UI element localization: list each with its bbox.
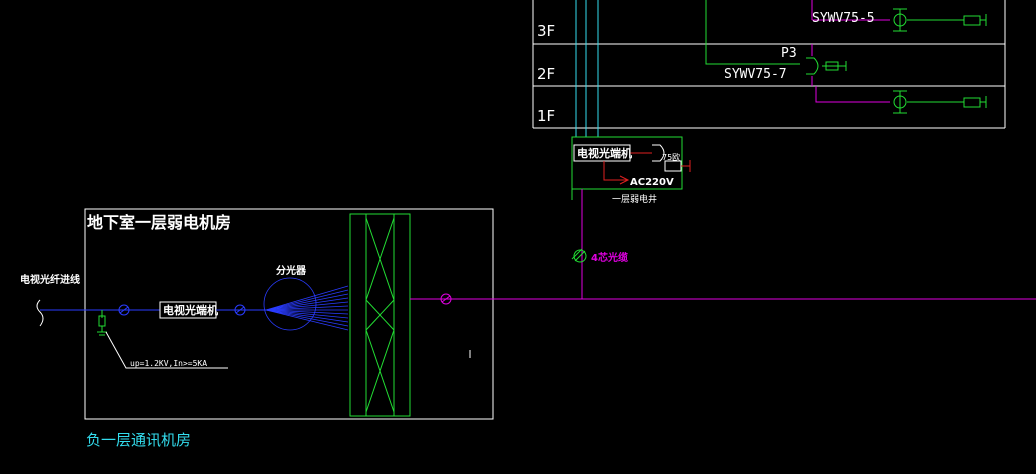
incoming-label: 电视光纤进线 xyxy=(20,273,80,286)
surge-arrester xyxy=(97,310,107,336)
shaft-box xyxy=(571,136,691,190)
floor-label-3f: 3F xyxy=(537,22,555,40)
room-title: 地下室一层弱电机房 xyxy=(87,213,231,232)
connector-3 xyxy=(440,293,452,305)
branch-3f xyxy=(705,0,987,65)
splitter-label-p3: P3 xyxy=(781,46,797,61)
arrester-spec: up=1.2KV,In>=5KA xyxy=(130,359,207,368)
incoming-fiber-wave xyxy=(36,299,44,327)
shaft-ohm-label: 75欧 xyxy=(662,152,680,162)
shaft-caption: 一层弱电井 xyxy=(612,193,657,205)
room-frame xyxy=(84,208,494,420)
branch-2f xyxy=(806,44,847,86)
arrester-leader xyxy=(105,331,228,369)
shaft-power-label: AC220V xyxy=(630,177,674,188)
cable-label-sywv75-5: SYWV75-5 xyxy=(812,11,875,26)
splitter-fan xyxy=(263,277,349,331)
connector-1 xyxy=(118,304,130,316)
patch-frame xyxy=(349,213,411,417)
floor-label-2f: 2F xyxy=(537,65,555,83)
shaft-device-label: 电视光端机 xyxy=(577,146,632,160)
branch-1f xyxy=(815,86,987,114)
fiber-marker xyxy=(571,248,587,263)
room-device-label: 电视光端机 xyxy=(163,303,218,317)
splitter-label: 分光器 xyxy=(276,264,307,277)
riser-cables xyxy=(575,0,599,137)
floor-label-1f: 1F xyxy=(537,107,555,125)
bottom-room-label: 负一层通讯机房 xyxy=(86,431,191,449)
floor-table xyxy=(532,0,1006,129)
fiber-label: 4芯光缆 xyxy=(591,251,628,264)
cable-label-sywv75-7: SYWV75-7 xyxy=(724,67,787,82)
